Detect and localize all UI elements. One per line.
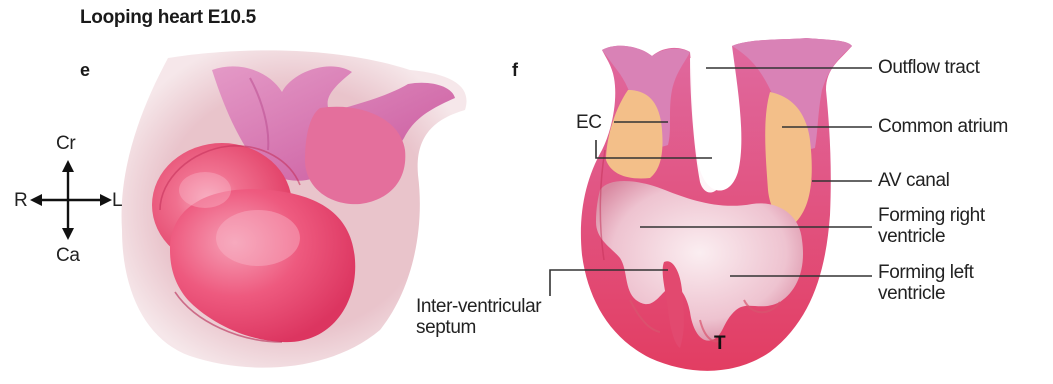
label-forming-left-ventricle: Forming left ventricle [878, 262, 974, 304]
label-forming-left-ventricle-line1: Forming left [878, 262, 974, 283]
label-common-atrium: Common atrium [878, 117, 1008, 136]
axis-label-right: R [14, 191, 27, 210]
axis-label-left: L [112, 191, 122, 210]
label-forming-left-ventricle-line2: ventricle [878, 283, 974, 304]
label-forming-right-ventricle: Forming right ventricle [878, 205, 985, 247]
label-inter-ventricular-septum-line1: Inter-ventricular [416, 296, 541, 317]
label-forming-right-ventricle-line1: Forming right [878, 205, 985, 226]
orientation-compass [30, 160, 112, 240]
label-trabeculae: T [714, 334, 725, 353]
label-inter-ventricular-septum: Inter-ventricular septum [416, 296, 541, 338]
endocardial-cushion-left [606, 90, 663, 178]
label-inter-ventricular-septum-line2: septum [416, 317, 541, 338]
label-av-canal: AV canal [878, 171, 949, 190]
label-forming-right-ventricle-line2: ventricle [878, 226, 985, 247]
axis-label-caudal: Ca [56, 246, 80, 265]
label-ec: EC [576, 113, 602, 132]
external-heart-view [122, 50, 467, 367]
axis-label-cranial: Cr [56, 134, 75, 153]
sectioned-heart-view [581, 38, 852, 371]
label-outflow-tract: Outflow tract [878, 58, 979, 77]
